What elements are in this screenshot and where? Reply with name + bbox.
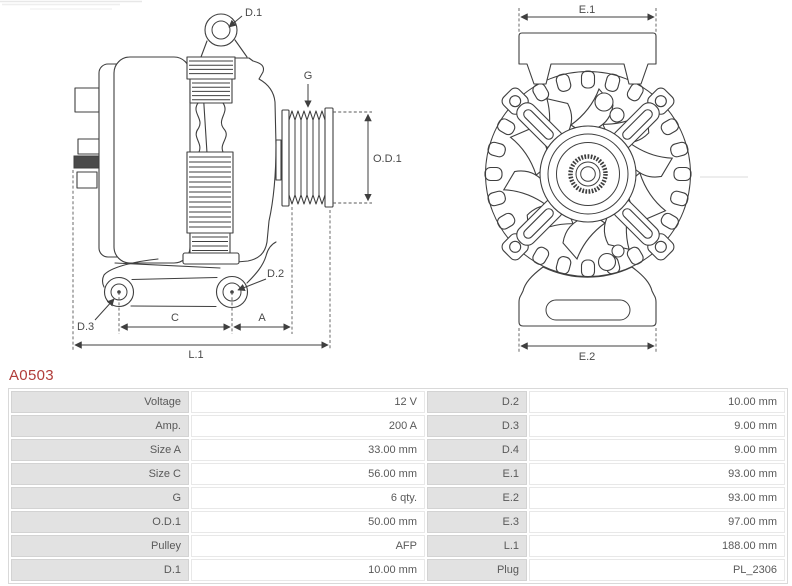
dim-label-d1: D.1 bbox=[245, 7, 262, 19]
spec-row: O.D.1 50.00 mm E.3 97.00 mm bbox=[11, 511, 785, 533]
dim-label-d3: D.3 bbox=[77, 321, 94, 333]
dim-label-g: G bbox=[304, 70, 313, 82]
spec-label-cell: L.1 bbox=[427, 535, 527, 557]
spec-label-cell: D.2 bbox=[427, 391, 527, 413]
spec-row: D.1 10.00 mm Plug PL_2306 bbox=[11, 559, 785, 581]
part-number: A0503 bbox=[9, 367, 54, 384]
spec-label-cell: D.4 bbox=[427, 439, 527, 461]
spec-label-cell: Size A bbox=[11, 439, 189, 461]
spec-label-cell: Size C bbox=[11, 463, 189, 485]
spec-value-cell: 97.00 mm bbox=[529, 511, 785, 533]
spec-value-cell: PL_2306 bbox=[529, 559, 785, 581]
spec-label-cell: O.D.1 bbox=[11, 511, 189, 533]
spec-row: G 6 qty. E.2 93.00 mm bbox=[11, 487, 785, 509]
spec-value-cell: 12 V bbox=[191, 391, 425, 413]
spec-value-cell: 10.00 mm bbox=[191, 559, 425, 581]
side-view-drawing: D.1 G O.D.1 D.2 D.3 C A L.1 bbox=[72, 7, 402, 361]
rotor-hub bbox=[539, 125, 637, 223]
watermark-artifact bbox=[0, 0, 748, 178]
spec-value-cell: 56.00 mm bbox=[191, 463, 425, 485]
spec-value-cell: 93.00 mm bbox=[529, 463, 785, 485]
spec-label-cell: D.3 bbox=[427, 415, 527, 437]
spec-value-cell: 200 A bbox=[191, 415, 425, 437]
dim-label-e2: E.2 bbox=[579, 351, 596, 362]
dim-label-d2: D.2 bbox=[267, 268, 284, 280]
spec-label-cell: E.2 bbox=[427, 487, 527, 509]
dim-label-l1: L.1 bbox=[188, 349, 203, 361]
spec-label-cell: E.1 bbox=[427, 463, 527, 485]
spec-value-cell: 93.00 mm bbox=[529, 487, 785, 509]
stator-ribs bbox=[182, 56, 240, 265]
spec-label-cell: E.3 bbox=[427, 511, 527, 533]
dim-label-od1: O.D.1 bbox=[373, 153, 402, 165]
spec-value-cell: AFP bbox=[191, 535, 425, 557]
spec-row: Pulley AFP L.1 188.00 mm bbox=[11, 535, 785, 557]
spec-label-cell: Voltage bbox=[11, 391, 189, 413]
alternator-technical-drawing: D.1 G O.D.1 D.2 D.3 C A L.1 bbox=[0, 0, 748, 362]
spec-value-cell: 9.00 mm bbox=[529, 439, 785, 461]
spec-label-cell: Amp. bbox=[11, 415, 189, 437]
spec-row: Voltage 12 V D.2 10.00 mm bbox=[11, 391, 785, 413]
spec-value-cell: 6 qty. bbox=[191, 487, 425, 509]
dim-label-a: A bbox=[258, 312, 266, 324]
spec-table: Voltage 12 V D.2 10.00 mm Amp. 200 A D.3… bbox=[8, 388, 788, 584]
spec-value-cell: 10.00 mm bbox=[529, 391, 785, 413]
spec-value-cell: 50.00 mm bbox=[191, 511, 425, 533]
pulley-grooves bbox=[288, 110, 326, 205]
spec-label-cell: Plug bbox=[427, 559, 527, 581]
spec-label-cell: Pulley bbox=[11, 535, 189, 557]
spec-row: Size C 56.00 mm E.1 93.00 mm bbox=[11, 463, 785, 485]
spec-row: Size A 33.00 mm D.4 9.00 mm bbox=[11, 439, 785, 461]
spec-label-cell: D.1 bbox=[11, 559, 189, 581]
rear-view-drawing: E.1 E.2 bbox=[484, 4, 692, 362]
dim-label-e1: E.1 bbox=[579, 4, 596, 16]
spec-row: Amp. 200 A D.3 9.00 mm bbox=[11, 415, 785, 437]
spec-label-cell: G bbox=[11, 487, 189, 509]
spec-value-cell: 188.00 mm bbox=[529, 535, 785, 557]
spec-value-cell: 33.00 mm bbox=[191, 439, 425, 461]
mounting-arms bbox=[501, 87, 675, 261]
dim-label-c: C bbox=[171, 312, 179, 324]
spec-value-cell: 9.00 mm bbox=[529, 415, 785, 437]
